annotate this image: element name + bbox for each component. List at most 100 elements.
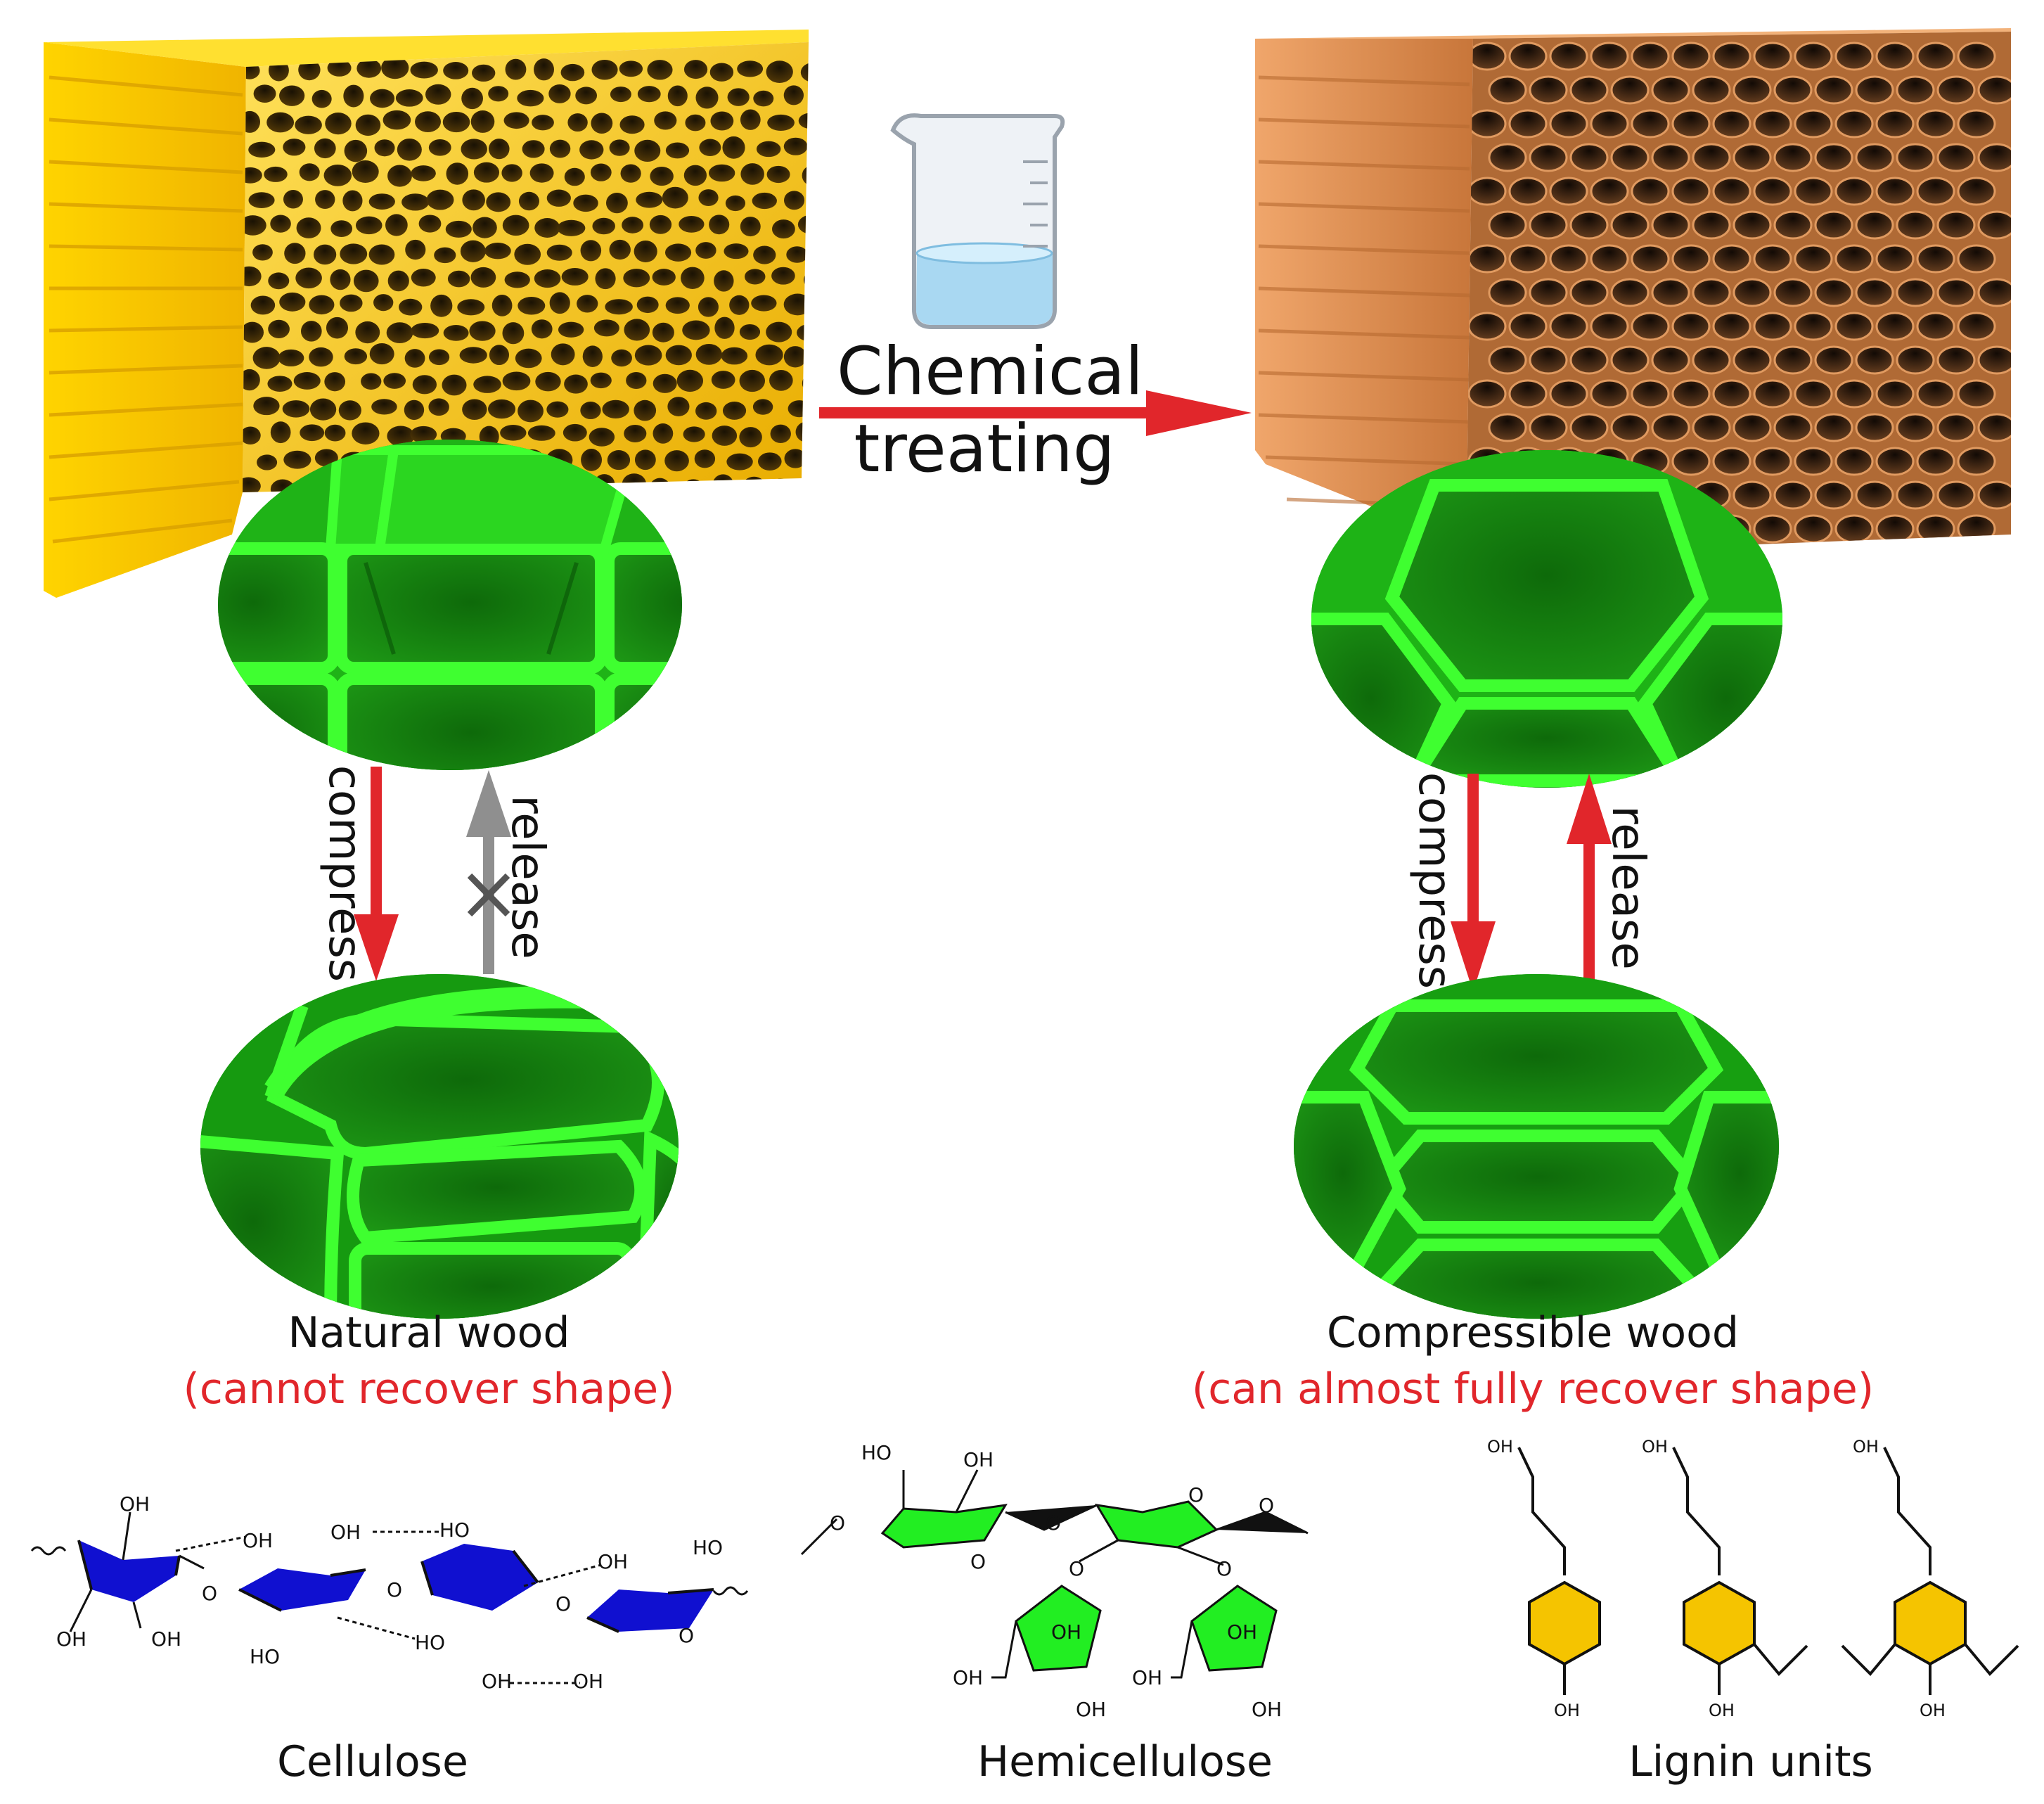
wood-pore <box>800 62 809 83</box>
wood-pore <box>1488 75 1527 105</box>
wood-pore <box>1529 278 1568 307</box>
wood-pore <box>714 316 735 339</box>
wood-pore <box>1977 345 2011 375</box>
wood-pore <box>590 163 612 181</box>
wood-pore <box>725 195 746 212</box>
wood-pore <box>353 269 379 293</box>
wood-pore <box>756 141 781 158</box>
wood-pore <box>591 59 618 80</box>
wood-pore <box>739 369 766 392</box>
wood-pore <box>695 242 716 259</box>
wood-pore <box>751 295 777 312</box>
wood-pore <box>798 113 809 129</box>
wood-pore <box>418 215 442 233</box>
wood-pore <box>809 191 835 211</box>
wood-pore <box>726 453 753 471</box>
wood-pore <box>296 217 321 238</box>
wood-pore <box>361 373 382 390</box>
wood-pore <box>314 449 338 467</box>
wood-pore <box>470 110 495 133</box>
wood-pore <box>622 473 647 492</box>
chem-label: OH <box>953 1666 983 1689</box>
wood-pore <box>1733 143 1772 172</box>
wood-pore <box>434 247 456 264</box>
wood-pore <box>1651 210 1690 240</box>
wood-pore <box>1549 379 1588 409</box>
wood-pore <box>788 400 809 418</box>
treatment-label-line1: Chemical <box>837 333 1144 410</box>
wood-pore <box>755 344 783 366</box>
wood-pore <box>309 347 333 367</box>
wood-pore <box>342 190 363 212</box>
wood-pore <box>369 343 394 365</box>
wood-pore <box>685 114 706 132</box>
wood-pore <box>812 346 840 363</box>
wood-pore <box>472 64 496 82</box>
wood-pore <box>579 140 604 160</box>
natural-wood-subtitle: (cannot recover shape) <box>183 1364 675 1414</box>
wood-pore <box>401 193 430 211</box>
wood-pore <box>609 139 630 156</box>
wood-pore <box>1753 514 1792 544</box>
wood-pore <box>314 138 336 159</box>
wood-pore <box>1631 312 1670 341</box>
wood-pore <box>1834 312 1874 341</box>
wood-pore <box>374 139 395 157</box>
wood-pore <box>797 324 809 342</box>
wood-pore <box>563 423 587 442</box>
wood-pore <box>344 348 368 365</box>
wood-pore <box>1875 379 1915 409</box>
wood-pore <box>1794 177 1833 206</box>
wood-pore <box>1712 109 1751 139</box>
wood-pore <box>514 243 541 265</box>
wood-pore <box>610 87 631 103</box>
wood-pore <box>1896 345 1935 375</box>
wood-pore <box>581 448 603 471</box>
wood-pore <box>1794 312 1833 341</box>
wood-pore <box>679 215 705 233</box>
wood-pore <box>355 216 383 235</box>
wood-pore <box>311 89 332 108</box>
wood-pore <box>325 113 352 135</box>
wood-pore <box>797 215 809 234</box>
wood-pore <box>698 297 719 317</box>
wood-pore <box>488 139 510 160</box>
wood-pore <box>771 267 795 285</box>
wood-pore <box>1753 447 1792 476</box>
wood-pore <box>1916 244 1955 274</box>
wood-pore <box>1529 75 1568 105</box>
wood-pore <box>815 450 838 468</box>
wood-pore <box>1957 244 1996 274</box>
wood-pore <box>1692 278 1731 307</box>
treatment-label-line2: treating <box>854 411 1115 487</box>
wood-pore <box>664 450 689 472</box>
wood-pore <box>252 347 281 369</box>
wood-pore <box>1916 41 1955 71</box>
wood-pore <box>470 267 496 288</box>
wood-pore <box>268 319 290 338</box>
wood-pore <box>518 191 539 211</box>
compressible-release-label: release <box>1602 805 1654 970</box>
compressible-wood-block <box>1255 28 2011 556</box>
wood-pore <box>1467 177 1507 206</box>
wood-pore <box>1794 447 1833 476</box>
wood-pore <box>1508 379 1548 409</box>
compressible-wood-cells-compressed <box>1294 974 1779 1319</box>
wood-pore <box>1631 244 1670 274</box>
wood-pore <box>1957 177 1996 206</box>
wood-pore <box>1875 447 1915 476</box>
wood-pore <box>1814 345 1853 375</box>
wood-pore <box>739 324 761 340</box>
wood-pore <box>683 60 708 79</box>
wood-pore <box>1651 345 1690 375</box>
wood-pore <box>243 426 261 445</box>
wood-pore <box>729 295 750 315</box>
chem-label: OH <box>151 1627 181 1651</box>
wood-pore <box>1549 109 1588 139</box>
wood-pore <box>742 476 766 492</box>
wood-pore <box>473 162 500 183</box>
wood-pore <box>1733 345 1772 375</box>
wood-pore <box>1834 447 1874 476</box>
wood-pore <box>1834 514 1874 544</box>
